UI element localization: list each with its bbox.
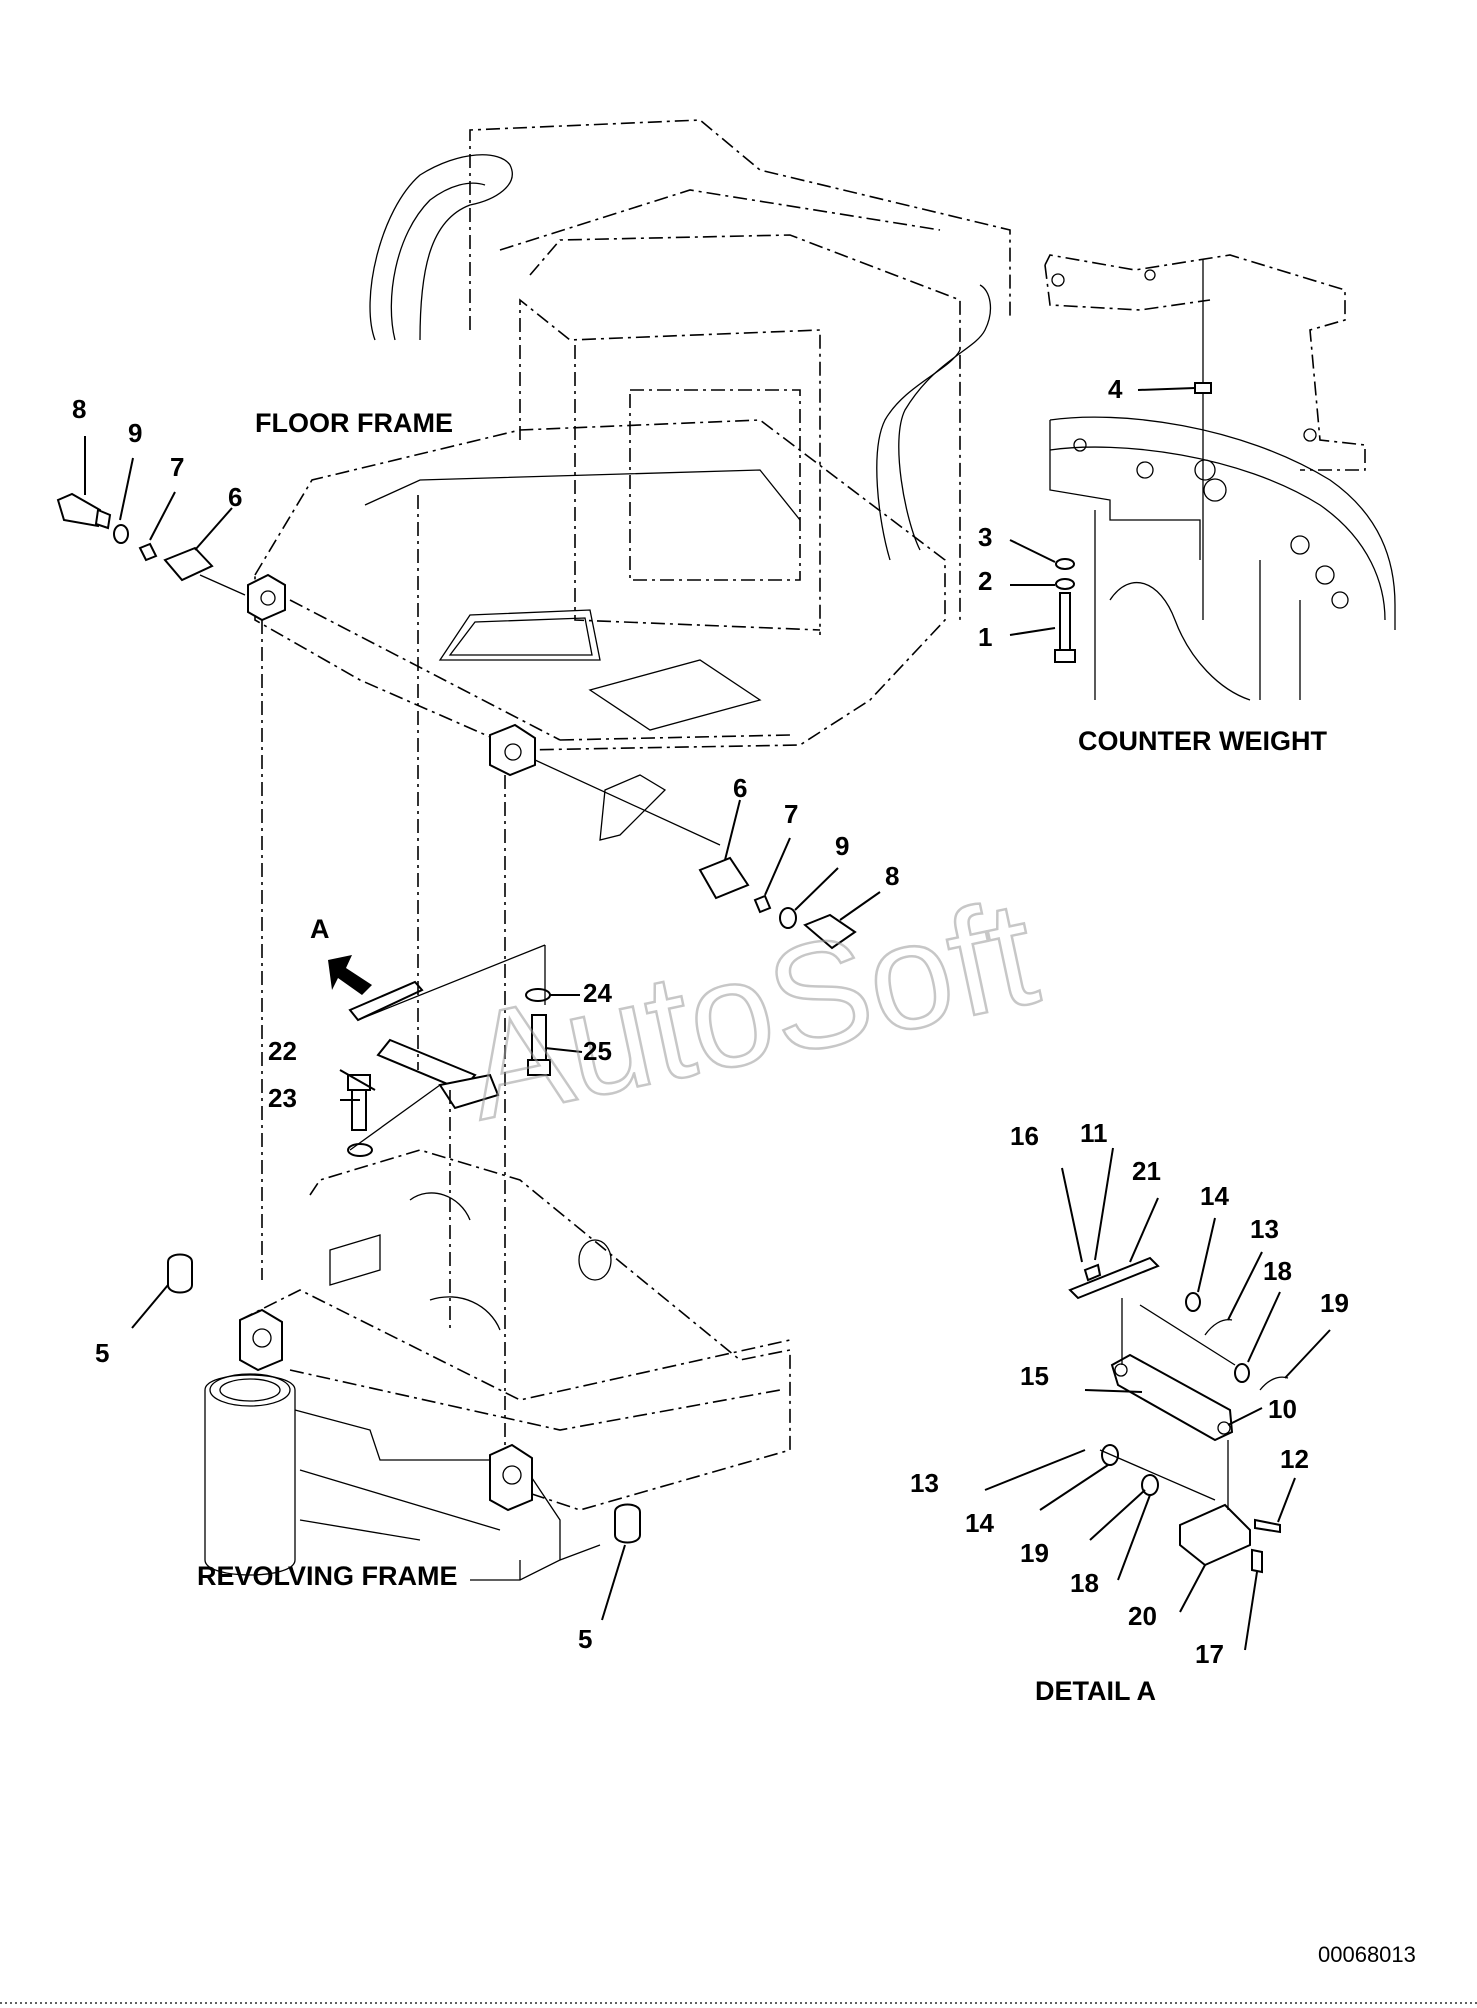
callout-23: 23 [268, 1083, 297, 1113]
callout-20: 20 [1128, 1601, 1157, 1631]
detail-a-label: DETAIL A [1035, 1676, 1156, 1706]
callout-3: 3 [978, 522, 992, 552]
callout-7: 7 [784, 799, 798, 829]
revolving-frame-label: REVOLVING FRAME [197, 1561, 458, 1591]
callout-18: 18 [1070, 1568, 1099, 1598]
callout-16: 16 [1010, 1121, 1039, 1151]
callout-1: 1 [978, 622, 992, 652]
callout-5: 5 [578, 1624, 592, 1654]
callout-9: 9 [835, 831, 849, 861]
watermark: AutoSoft [452, 867, 1050, 1151]
callout-11: 11 [1080, 1118, 1108, 1148]
drawing-code: 00068013 [1318, 1942, 1416, 1967]
callout-6: 6 [733, 773, 747, 803]
callout-numbers: 8 9 7 6 4 3 2 1 6 7 9 8 24 25 22 23 5 5 … [72, 374, 1349, 1669]
callout-10: 10 [1268, 1394, 1297, 1424]
callout-12: 12 [1280, 1444, 1309, 1474]
revolving-frame-drawing [204, 1149, 791, 1581]
callout-9: 9 [128, 418, 142, 448]
callout-15: 15 [1020, 1361, 1049, 1391]
callout-5: 5 [95, 1338, 109, 1368]
callout-21: 21 [1132, 1156, 1161, 1186]
callout-24: 24 [583, 978, 612, 1008]
mounting-hardware [56, 492, 857, 1544]
counter-weight-label: COUNTER WEIGHT [1078, 726, 1327, 756]
callout-13: 13 [1250, 1214, 1279, 1244]
view-a-marker: A [310, 914, 330, 944]
callout-17: 17 [1195, 1639, 1224, 1669]
link-assembly [261, 495, 546, 1480]
callout-14: 14 [965, 1508, 994, 1538]
callout-2: 2 [978, 566, 992, 596]
floor-frame-drawing [199, 119, 1011, 846]
callout-14: 14 [1200, 1181, 1229, 1211]
callout-4: 4 [1108, 374, 1123, 404]
detail-a-drawing [1068, 1256, 1289, 1574]
counter-weight-drawing [1044, 254, 1396, 701]
callout-18: 18 [1263, 1256, 1292, 1286]
callout-25: 25 [583, 1036, 612, 1066]
floor-frame-label: FLOOR FRAME [255, 408, 453, 438]
callout-6: 6 [228, 482, 242, 512]
callout-19: 19 [1020, 1538, 1049, 1568]
callout-7: 7 [170, 452, 184, 482]
callout-8: 8 [72, 394, 86, 424]
callout-22: 22 [268, 1036, 297, 1066]
callout-19: 19 [1320, 1288, 1349, 1318]
callout-8: 8 [885, 861, 899, 891]
leader-lines [84, 387, 1331, 1651]
callout-13: 13 [910, 1468, 939, 1498]
